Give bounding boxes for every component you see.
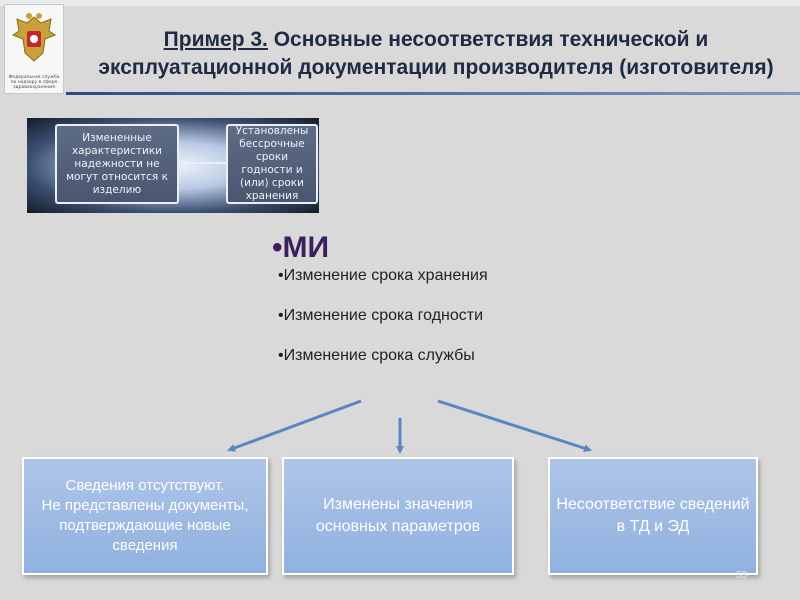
bullet-service-life: •Изменение срока службы (278, 347, 475, 364)
agency-logo: Федеральная служба по надзору в сфере зд… (4, 4, 64, 94)
photo-box-reliability: Измененные характеристики надежности не … (55, 124, 179, 204)
bullet-storage-period: •Изменение срока хранения (278, 267, 488, 284)
bullet-list: •Изменение срока хранения •Изменение сро… (278, 266, 488, 386)
top-border (0, 0, 800, 6)
photo-connector (179, 162, 226, 164)
page-number: 33 (736, 570, 748, 581)
photo-box-shelf-life: Установлены бессрочные сроки годности и … (226, 124, 318, 204)
box-td-ed-mismatch: Несоответствие сведений в ТД и ЭД (548, 457, 758, 575)
arrow-left (227, 399, 362, 452)
arrow-right (437, 399, 592, 452)
section-heading: •МИ (272, 231, 330, 264)
title-prefix: Пример 3. (163, 28, 268, 51)
box-changed-parameters: Изменены значения основных параметров (282, 457, 514, 575)
page-title: Пример 3. Основные несоответствия технич… (80, 26, 792, 82)
title-divider (66, 92, 800, 95)
bullet-expiry-period: •Изменение срока годности (278, 307, 484, 324)
logo-caption: Федеральная служба по надзору в сфере зд… (8, 75, 60, 90)
title-text: Основные несоответствия технической и эк… (98, 28, 774, 79)
box-no-information: Сведения отсутствуют. Не представлены до… (22, 457, 268, 575)
illustration-photo: Измененные характеристики надежности не … (27, 118, 319, 213)
eagle-emblem-icon (11, 13, 57, 62)
